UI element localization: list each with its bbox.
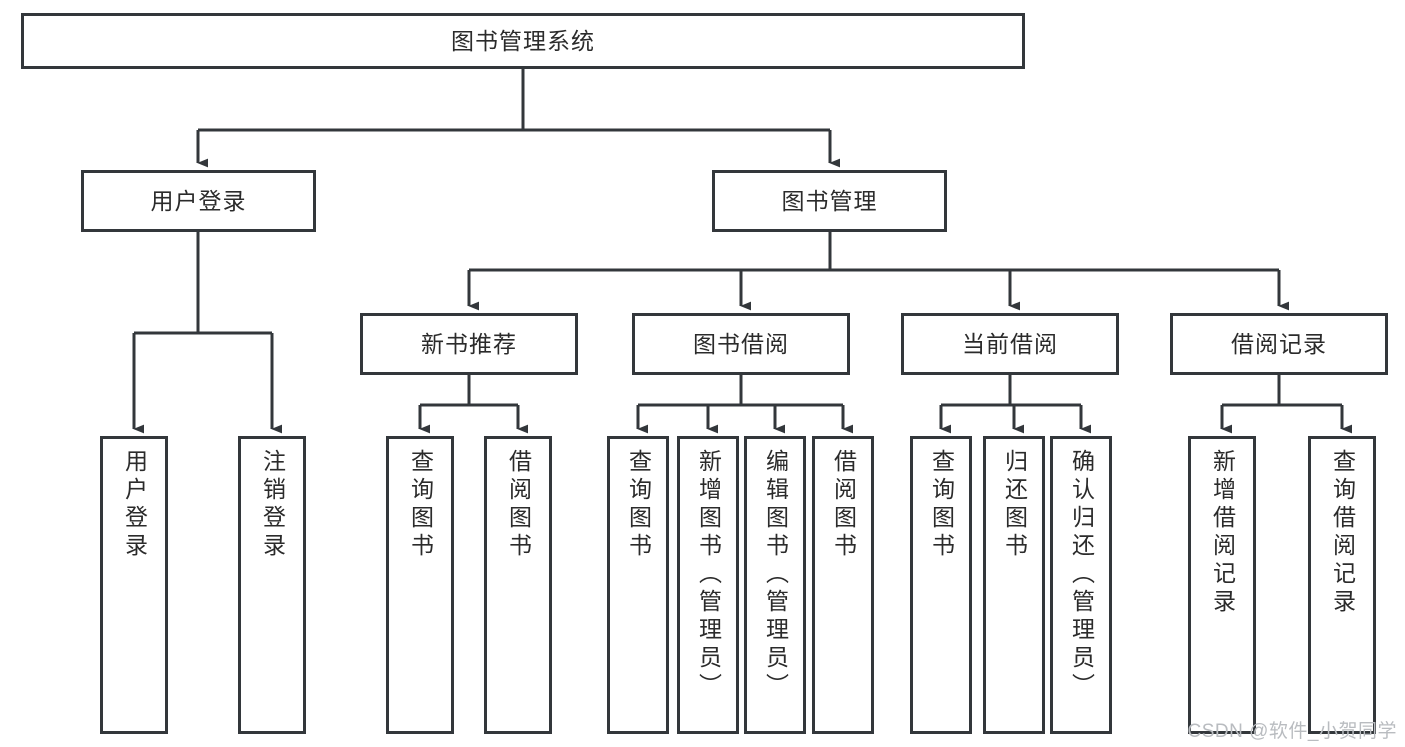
node-leaf-borrow-add-book-label: 新增图书（管理员） xyxy=(695,449,722,701)
node-new-book-recommend-label: 新书推荐 xyxy=(421,330,517,357)
node-leaf-borrow-add-book[interactable]: 新增图书（管理员） xyxy=(677,436,739,734)
node-borrow-record-label: 借阅记录 xyxy=(1231,330,1327,357)
node-root-label: 图书管理系统 xyxy=(451,27,595,54)
node-leaf-recommend-query-book[interactable]: 查询图书 xyxy=(386,436,454,734)
node-current-borrow[interactable]: 当前借阅 xyxy=(901,313,1119,375)
node-leaf-record-add[interactable]: 新增借阅记录 xyxy=(1188,436,1256,734)
node-book-manage[interactable]: 图书管理 xyxy=(712,170,947,232)
node-leaf-user-logout-label: 注销登录 xyxy=(259,449,286,561)
node-leaf-current-confirm-return-label: 确认归还（管理员） xyxy=(1068,449,1095,701)
node-leaf-current-confirm-return[interactable]: 确认归还（管理员） xyxy=(1050,436,1112,734)
node-leaf-borrow-edit-book[interactable]: 编辑图书（管理员） xyxy=(744,436,806,734)
node-leaf-user-logout[interactable]: 注销登录 xyxy=(238,436,306,734)
node-leaf-current-query-book[interactable]: 查询图书 xyxy=(910,436,972,734)
node-book-borrow-label: 图书借阅 xyxy=(693,330,789,357)
node-leaf-current-return-book-label: 归还图书 xyxy=(1001,449,1028,561)
node-leaf-record-query-label: 查询借阅记录 xyxy=(1329,449,1356,617)
node-leaf-borrow-lend-book[interactable]: 借阅图书 xyxy=(812,436,874,734)
node-leaf-user-login-label: 用户登录 xyxy=(121,449,148,561)
node-leaf-borrow-lend-book-label: 借阅图书 xyxy=(830,449,857,561)
node-leaf-recommend-query-book-label: 查询图书 xyxy=(407,449,434,561)
node-leaf-record-query[interactable]: 查询借阅记录 xyxy=(1308,436,1376,734)
node-leaf-record-add-label: 新增借阅记录 xyxy=(1209,449,1236,617)
node-leaf-borrow-edit-book-label: 编辑图书（管理员） xyxy=(762,449,789,701)
node-book-borrow[interactable]: 图书借阅 xyxy=(632,313,850,375)
node-leaf-borrow-query-book[interactable]: 查询图书 xyxy=(607,436,669,734)
node-leaf-recommend-borrow-book-label: 借阅图书 xyxy=(505,449,532,561)
node-current-borrow-label: 当前借阅 xyxy=(962,330,1058,357)
node-user-login[interactable]: 用户登录 xyxy=(81,170,316,232)
node-borrow-record[interactable]: 借阅记录 xyxy=(1170,313,1388,375)
csdn-watermark: CSDN @软件_小贺同学 xyxy=(1187,721,1397,742)
node-user-login-label: 用户登录 xyxy=(150,187,247,214)
node-leaf-current-query-book-label: 查询图书 xyxy=(928,449,955,561)
node-book-manage-label: 图书管理 xyxy=(781,187,878,214)
node-leaf-borrow-query-book-label: 查询图书 xyxy=(625,449,652,561)
node-new-book-recommend[interactable]: 新书推荐 xyxy=(360,313,578,375)
node-leaf-current-return-book[interactable]: 归还图书 xyxy=(983,436,1045,734)
node-root[interactable]: 图书管理系统 xyxy=(21,13,1025,69)
node-leaf-user-login[interactable]: 用户登录 xyxy=(100,436,168,734)
node-leaf-recommend-borrow-book[interactable]: 借阅图书 xyxy=(484,436,552,734)
